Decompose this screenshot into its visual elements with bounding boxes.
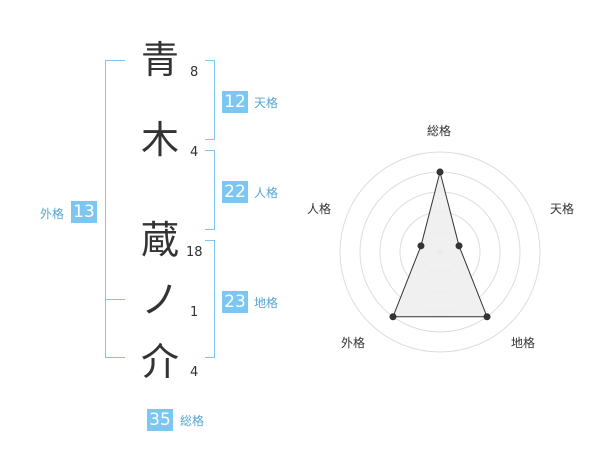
name-char-1: 青 xyxy=(140,38,179,82)
tenkaku-value: 12 xyxy=(222,91,248,113)
gaikaku-bracket-top xyxy=(105,60,125,300)
name-char-5: 介 xyxy=(140,340,179,384)
tenkaku-bracket xyxy=(205,60,215,140)
soukaku-label: 総格 xyxy=(180,414,205,428)
stroke-count-5: 4 xyxy=(190,365,199,380)
radar-point-3 xyxy=(389,313,397,321)
radar-axis-label-tenkaku: 天格 xyxy=(550,202,575,216)
gaikaku-bracket-bottom xyxy=(105,298,125,358)
gaikaku-value: 13 xyxy=(71,201,97,223)
name-char-4: ノ xyxy=(140,278,179,322)
jinkaku-label: 人格 xyxy=(254,186,279,200)
stroke-count-1: 8 xyxy=(190,65,199,80)
radar-axis-label-soukaku: 総格 xyxy=(427,124,452,138)
soukaku-value: 35 xyxy=(147,409,173,431)
name-char-2: 木 xyxy=(140,118,179,162)
chikaku-label: 地格 xyxy=(254,296,279,310)
radar-axis-label-jinkaku: 人格 xyxy=(307,202,332,216)
jinkaku-value: 22 xyxy=(222,181,248,203)
tenkaku-label: 天格 xyxy=(254,96,279,110)
jinkaku-bracket xyxy=(205,150,215,230)
radar-axis-label-chikaku: 地格 xyxy=(511,336,536,350)
radar-point-1 xyxy=(455,242,463,250)
stroke-count-3: 18 xyxy=(186,245,203,260)
radar-point-4 xyxy=(417,242,425,250)
radar-point-0 xyxy=(436,168,444,176)
radar-ring xyxy=(339,151,541,353)
radar-points xyxy=(389,168,491,321)
name-char-3: 蔵 xyxy=(140,218,179,262)
radar-axis-label-gaikaku: 外格 xyxy=(341,336,366,350)
chikaku-value: 23 xyxy=(222,291,248,313)
radar-series-polygon xyxy=(392,171,488,318)
chikaku-bracket xyxy=(205,240,215,358)
stroke-count-2: 4 xyxy=(190,145,199,160)
stroke-count-4: 1 xyxy=(190,305,199,320)
radar-point-2 xyxy=(483,313,491,321)
gaikaku-label: 外格 xyxy=(40,207,65,221)
